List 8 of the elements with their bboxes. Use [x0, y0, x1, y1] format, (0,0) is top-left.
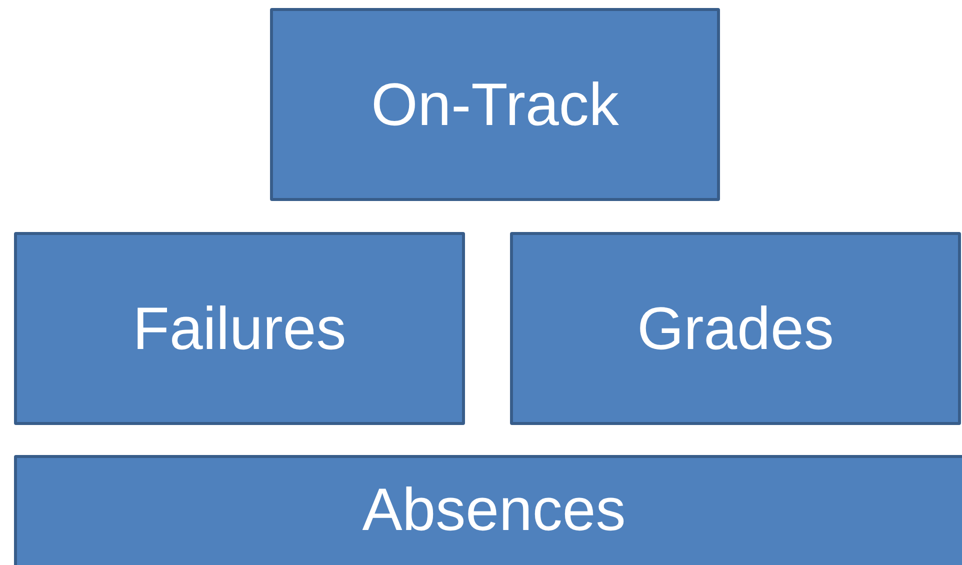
- block-label: Grades: [637, 298, 834, 358]
- block-label: On-Track: [371, 74, 619, 134]
- block-box: [14, 455, 962, 565]
- block-label: Failures: [132, 298, 346, 358]
- block-box: [510, 232, 961, 425]
- block-box: [270, 8, 720, 201]
- block-label: Absences: [362, 480, 626, 540]
- block-box: [14, 232, 465, 425]
